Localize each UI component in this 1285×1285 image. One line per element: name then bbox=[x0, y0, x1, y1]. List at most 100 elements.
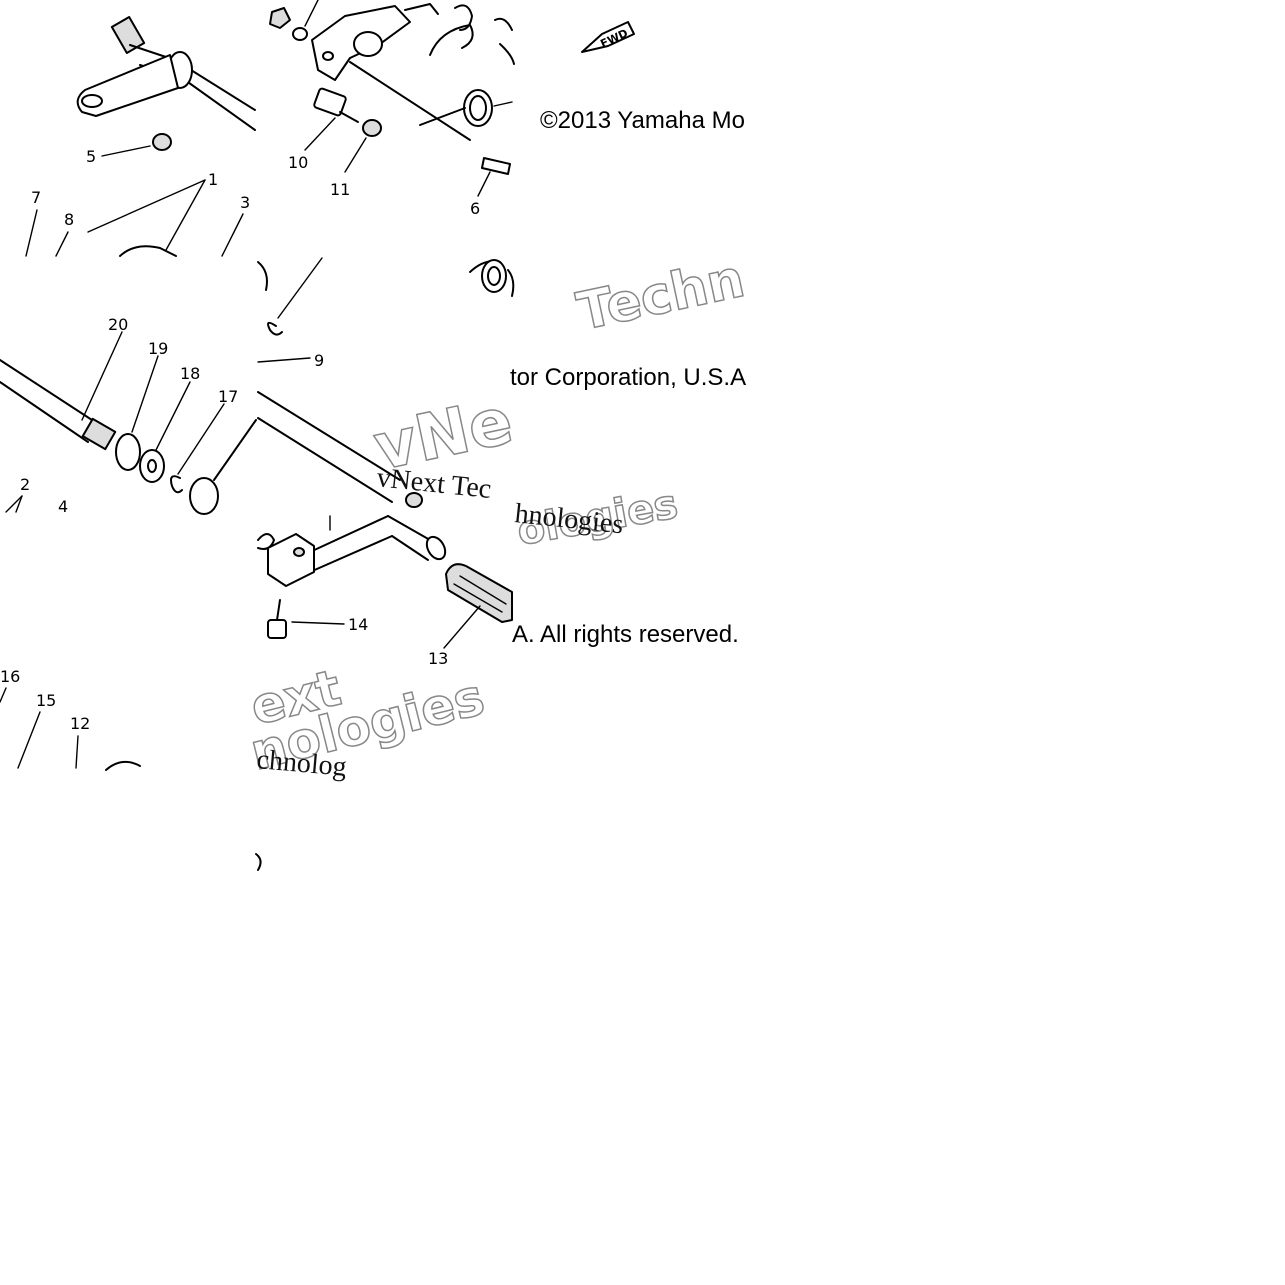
return-spring-inner bbox=[469, 95, 487, 121]
callout-14: 14 bbox=[348, 615, 368, 634]
tile-upper-left: 5 1 7 8 3 bbox=[25, 16, 256, 257]
leader-clip bbox=[277, 257, 323, 319]
callout-10: 10 bbox=[288, 153, 308, 172]
callout-1: 1 bbox=[208, 170, 218, 189]
leader-1b bbox=[165, 179, 206, 251]
copyright-segment-1: ©2013 Yamaha Mo bbox=[540, 107, 745, 134]
leader-8 bbox=[55, 231, 69, 257]
leader-13 bbox=[443, 605, 481, 649]
leader-3 bbox=[221, 213, 244, 257]
pedal-arm-upper bbox=[309, 515, 389, 553]
shift-rod bbox=[349, 61, 471, 141]
callout-16: 16 bbox=[0, 667, 20, 686]
part-e-clip bbox=[267, 321, 283, 336]
cam-arm bbox=[404, 3, 439, 15]
bracket-fragment bbox=[119, 245, 177, 257]
fwd-arrow-shape bbox=[581, 21, 635, 53]
lever-9-upper bbox=[257, 391, 401, 481]
part-17-circlip bbox=[170, 475, 183, 494]
part-12-fragment bbox=[105, 760, 141, 771]
shift-arm-slot bbox=[81, 94, 103, 108]
washer-top bbox=[292, 27, 308, 41]
peg-end bbox=[425, 535, 447, 561]
callout-15: 15 bbox=[36, 691, 56, 710]
callout-6: 6 bbox=[470, 199, 480, 218]
spring-coil-b-inner bbox=[487, 266, 501, 286]
callout-3: 3 bbox=[240, 193, 250, 212]
lever-9-hole bbox=[405, 492, 423, 508]
grip-rib-1 bbox=[459, 575, 507, 605]
part-14-shank bbox=[276, 599, 281, 621]
peg-lower bbox=[391, 535, 429, 561]
callout-11: 11 bbox=[330, 180, 350, 199]
part-10-shank bbox=[339, 111, 359, 123]
part-13-pedal-grip bbox=[445, 563, 513, 623]
leader-17 bbox=[177, 403, 225, 475]
tile-upper-middle: 10 11 6 bbox=[269, 0, 515, 218]
callout-18: 18 bbox=[180, 364, 200, 383]
fwd-arrow: FWD bbox=[581, 21, 635, 53]
shaft-20-spline bbox=[81, 417, 117, 451]
leader-11 bbox=[344, 137, 367, 173]
shaft-20-lower bbox=[0, 381, 89, 443]
callout-12: 12 bbox=[70, 714, 90, 733]
part-10-bolt-head bbox=[313, 87, 347, 117]
lever-top-arc bbox=[257, 261, 268, 291]
part-18-washer-hole bbox=[147, 459, 157, 473]
callout-13: 13 bbox=[428, 649, 448, 668]
callout-8: 8 bbox=[64, 210, 74, 229]
copyright-segment-2: tor Corporation, U.S.A bbox=[510, 364, 746, 391]
spring-leader bbox=[493, 101, 513, 107]
leader-1a bbox=[87, 179, 206, 233]
pawl-hook bbox=[429, 24, 474, 56]
watermark-outline-1: Techn bbox=[572, 249, 749, 343]
callout-7: 7 bbox=[31, 188, 41, 207]
shaft-spline bbox=[110, 16, 146, 54]
leader-6 bbox=[477, 171, 491, 197]
callout-2: 2 bbox=[20, 475, 30, 494]
leader-19 bbox=[131, 355, 159, 433]
leader-12 bbox=[75, 735, 79, 769]
peg-upper bbox=[387, 515, 431, 541]
part-5-nut bbox=[152, 133, 172, 151]
callout-19: 19 bbox=[148, 339, 168, 358]
part-11-nut bbox=[362, 119, 382, 137]
copyright-segment-3: A. All rights reserved. bbox=[512, 621, 739, 648]
boss-edge bbox=[213, 419, 257, 481]
fragment-bottom bbox=[255, 853, 262, 871]
tile-center: 9 bbox=[257, 257, 515, 508]
leader-2b bbox=[15, 495, 23, 513]
leader-14 bbox=[291, 621, 345, 625]
leader-5 bbox=[101, 145, 151, 157]
tile-middle-left: 20 19 18 17 2 4 bbox=[0, 315, 257, 516]
arm-fragment bbox=[257, 533, 275, 550]
leader-10 bbox=[304, 117, 336, 151]
callout-20: 20 bbox=[108, 315, 128, 334]
spring-frag-c bbox=[507, 269, 515, 297]
grip-rib-2 bbox=[453, 583, 503, 613]
clip-fragment-2 bbox=[499, 43, 515, 65]
clamp-block bbox=[267, 533, 315, 587]
leader-15 bbox=[17, 711, 41, 769]
tile-lower-left: 16 15 12 bbox=[0, 667, 141, 771]
part-19-bearing bbox=[115, 433, 141, 471]
part-6-pin bbox=[481, 157, 511, 175]
leader-7 bbox=[25, 209, 38, 257]
callout-5: 5 bbox=[86, 147, 96, 166]
leader-18 bbox=[155, 381, 191, 451]
pedal-arm-lower bbox=[309, 535, 393, 573]
clamp-hole bbox=[293, 547, 305, 557]
callout-17: 17 bbox=[218, 387, 238, 406]
lever-9-lower bbox=[257, 417, 393, 503]
leader-9 bbox=[257, 357, 311, 363]
leader-16 bbox=[0, 687, 7, 703]
part-14-bolt-head bbox=[267, 619, 287, 639]
boss-collar bbox=[189, 477, 219, 515]
callout-4: 4 bbox=[58, 497, 68, 516]
callout-9: 9 bbox=[314, 351, 324, 370]
leader-20 bbox=[81, 331, 123, 421]
part-nut-top bbox=[269, 7, 291, 29]
clip-fragment bbox=[494, 17, 513, 31]
cam-bore bbox=[353, 31, 383, 57]
